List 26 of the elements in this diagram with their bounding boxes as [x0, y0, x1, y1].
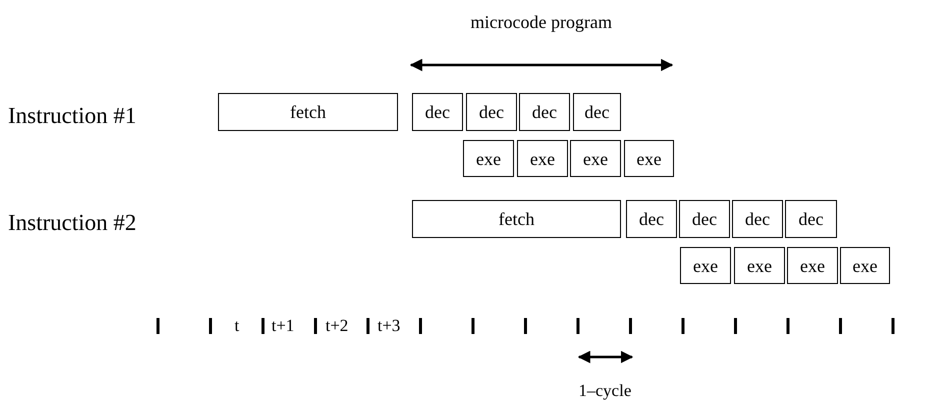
stage-box: dec	[573, 93, 621, 131]
stage-box: dec	[679, 200, 730, 238]
stage-box: exe	[517, 140, 568, 177]
heading-text: microcode program	[470, 13, 612, 31]
stage-box: exe	[734, 247, 785, 284]
stage-box: exe	[463, 140, 514, 177]
stage-box: exe	[624, 140, 674, 177]
stage-box: fetch	[218, 93, 398, 131]
stage-box: exe	[570, 140, 621, 177]
time-label: t+3	[378, 317, 400, 334]
time-label: t	[234, 317, 240, 334]
stage-box: dec	[626, 200, 677, 238]
stage-box: dec	[732, 200, 783, 238]
stage-box: exe	[787, 247, 838, 284]
stage-box: dec	[466, 93, 517, 131]
stage-box: fetch	[412, 200, 621, 238]
stage-box: exe	[840, 247, 890, 284]
stage-box: dec	[412, 93, 463, 131]
cycle-label: 1–cycle	[578, 382, 632, 399]
time-label: t+2	[326, 317, 348, 334]
stage-box: dec	[519, 93, 570, 131]
stage-box: dec	[785, 200, 837, 238]
row-label: Instruction #1	[8, 104, 136, 127]
row-label: Instruction #2	[8, 211, 136, 234]
time-label: t+1	[272, 317, 294, 334]
stage-box: exe	[680, 247, 731, 284]
